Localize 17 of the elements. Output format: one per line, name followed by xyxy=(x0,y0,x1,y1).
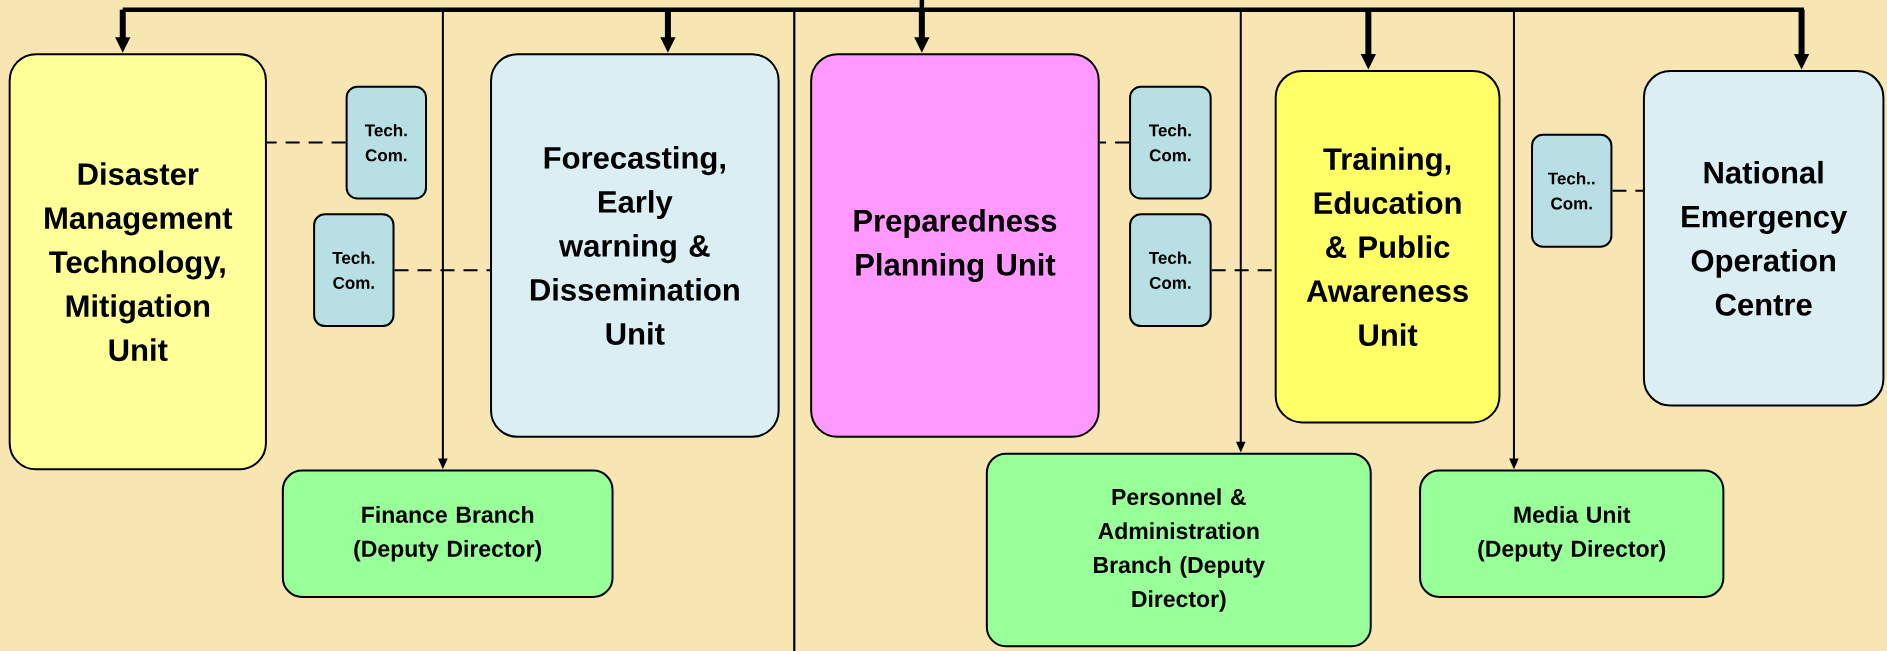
branch-box: Finance Branch (Deputy Director) xyxy=(281,469,614,598)
committee-box: Tech. Com. xyxy=(313,213,395,328)
branch-box: Personnel & Administration Branch (Deputy Director) xyxy=(985,452,1372,648)
dashed-line xyxy=(1098,141,1131,144)
unit-box: National Emergency Operation Centre xyxy=(1642,70,1885,407)
unit-box: Disaster Management Technology, Mitigation Unit xyxy=(8,53,267,471)
committee-box: Tech. Com. xyxy=(1129,213,1212,328)
dashed-line xyxy=(265,141,347,144)
unit-box: Training, Education & Public Awareness Unit xyxy=(1274,70,1501,424)
committee-box: Tech. Com. xyxy=(345,85,427,200)
unit-box: Forecasting, Early warning & Dissemination Unit xyxy=(490,53,780,438)
dashed-line xyxy=(1611,189,1644,192)
unit-box: Preparedness Planning Unit xyxy=(810,53,1100,438)
committee-box: Tech.. Com. xyxy=(1531,133,1613,248)
dashed-line xyxy=(393,269,492,272)
committee-box: Tech. Com. xyxy=(1129,85,1212,200)
branch-box: Media Unit (Deputy Director) xyxy=(1419,469,1725,598)
